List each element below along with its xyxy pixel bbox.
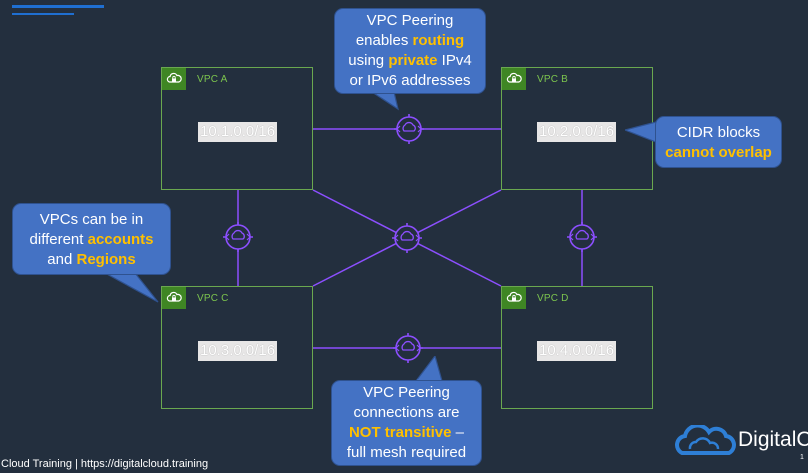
callout-accounts-regions: VPCs can be in different accounts and Re… [12,203,171,275]
vpc-name: VPC C [197,293,229,304]
brand-logo: DigitalC [672,425,808,465]
callout-left-tail [104,273,159,303]
callout-top-tail [370,92,399,111]
callout-line: using private IPv4 [348,52,472,69]
peering-icon-a-c [223,222,253,252]
brand-name: DigitalC [738,428,808,451]
footer-text: Cloud Training | https://digitalcloud.tr… [1,458,209,470]
cidr-block: 10.1.0.0/16 [198,122,278,142]
callout-line: or IPv6 addresses [349,72,471,89]
vpc-name: VPC D [537,293,569,304]
peering-icon-center [392,223,422,253]
page-number: 1 [800,454,804,461]
cloud-logo-icon [675,425,736,455]
callout-line: CIDR blocks [676,124,761,141]
peering-icon-a-b [394,114,424,144]
cidr-block: 10.4.0.0/16 [537,341,617,361]
title-underline-short [12,13,74,15]
cidr-block: 10.2.0.0/16 [537,122,617,142]
callout-not-transitive: VPC Peering connections are NOT transiti… [331,380,482,466]
callout-line: enables routing [355,32,465,49]
vpc-cloud-lock-icon [502,68,526,90]
vpc-name: VPC B [537,74,569,85]
vpc-cloud-lock-icon [162,287,186,309]
callout-line: VPC Peering [366,12,454,29]
callout-bottom-tail [414,356,443,382]
peering-icon-b-d [567,222,597,252]
vpc-cloud-lock-icon [162,68,186,90]
cidr-block: 10.3.0.0/16 [198,341,278,361]
vpc-d-box: VPC D 10.4.0.0/16 [501,286,653,409]
vpc-cloud-lock-icon [502,287,526,309]
callout-line: VPC Peering [363,384,450,401]
title-underline [12,5,104,8]
callout-cidr-overlap: CIDR blocks cannot overlap [655,116,782,168]
callout-line: full mesh required [346,444,467,461]
vpc-a-box: VPC A 10.1.0.0/16 [161,67,313,190]
vpc-c-box: VPC C 10.3.0.0/16 [161,286,313,409]
peering-icon-c-d [393,333,423,363]
callout-right-tail [625,121,657,143]
callout-line: NOT transitive – [348,424,465,441]
vpc-name: VPC A [197,74,228,85]
callout-line: cannot overlap [665,144,772,161]
callout-line: VPCs can be in [39,211,144,228]
vpc-b-box: VPC B 10.2.0.0/16 [501,67,653,190]
callout-line: different accounts [29,231,154,248]
callout-line: connections are [353,404,460,421]
callout-line: and Regions [47,251,136,268]
callout-peering-routing: VPC Peering enables routing using privat… [334,8,486,94]
